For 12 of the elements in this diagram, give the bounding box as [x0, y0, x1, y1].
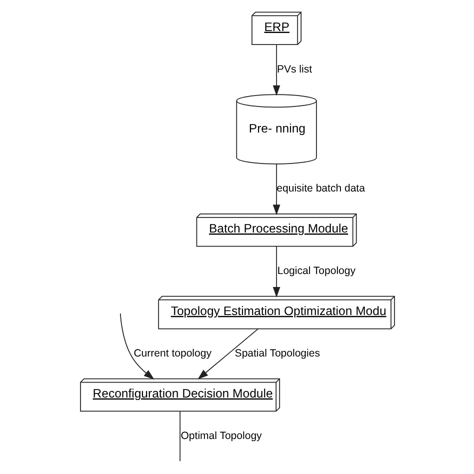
edge-label: PVs list	[276, 63, 312, 76]
connector	[179, 410, 180, 462]
arrow	[197, 328, 258, 380]
edge-label: Optimal Topology	[180, 430, 262, 442]
arrow	[272, 164, 280, 216]
arrow	[272, 246, 280, 298]
edge-label: Spatial Topologies	[234, 347, 320, 360]
edge-label: equisite batch data	[276, 182, 364, 195]
edge-label: Current topology	[133, 347, 211, 360]
arrow	[119, 313, 154, 380]
edge-label: Logical Topology	[276, 265, 356, 278]
arrow	[272, 44, 280, 96]
